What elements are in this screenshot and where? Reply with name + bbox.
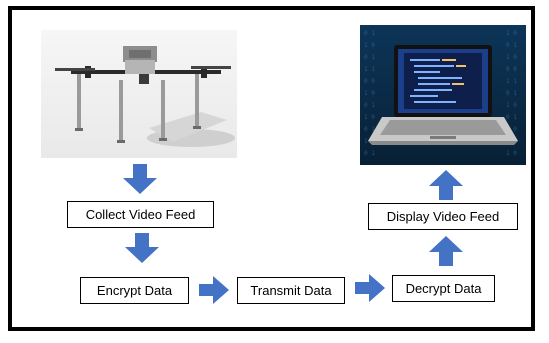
arrow-down-1-icon bbox=[123, 164, 157, 194]
svg-text:1 0: 1 0 bbox=[364, 114, 375, 121]
decrypt-data-label: Decrypt Data bbox=[392, 275, 495, 302]
svg-text:0 0: 0 0 bbox=[506, 66, 517, 73]
svg-text:0 1: 0 1 bbox=[506, 114, 517, 121]
svg-text:0 1: 0 1 bbox=[364, 54, 375, 61]
svg-text:0 1: 0 1 bbox=[364, 126, 375, 133]
svg-text:1 0: 1 0 bbox=[364, 42, 375, 49]
laptop-illustration: 0 1 1 0 0 1 1 1 0 0 1 0 0 1 1 0 0 1 1 1 0 1 1 0… bbox=[360, 25, 526, 165]
svg-text:0 1: 0 1 bbox=[364, 102, 375, 109]
arrow-right-2-icon bbox=[355, 274, 385, 302]
svg-text:0 1: 0 1 bbox=[506, 90, 517, 97]
svg-text:1 0: 1 0 bbox=[506, 102, 517, 109]
arrow-down-2-icon bbox=[125, 233, 159, 263]
svg-text:0 1: 0 1 bbox=[364, 30, 375, 37]
transmit-data-label: Transmit Data bbox=[237, 277, 345, 304]
encrypt-data-label: Encrypt Data bbox=[80, 277, 189, 304]
collect-video-feed-label: Collect Video Feed bbox=[67, 201, 214, 228]
svg-text:1 1: 1 1 bbox=[506, 78, 517, 85]
svg-text:1 0: 1 0 bbox=[506, 126, 517, 133]
laptop-image: 0 1 1 0 0 1 1 1 0 0 1 0 0 1 1 0 0 1 1 1 0 1 1 0… bbox=[360, 25, 526, 165]
arrow-right-1-icon bbox=[199, 276, 229, 304]
arrow-up-1-icon bbox=[429, 236, 463, 266]
svg-text:1 0: 1 0 bbox=[506, 54, 517, 61]
svg-text:1 0: 1 0 bbox=[506, 30, 517, 37]
svg-text:0 0: 0 0 bbox=[364, 78, 375, 85]
display-video-feed-label: Display Video Feed bbox=[368, 203, 518, 230]
arrow-up-2-icon bbox=[429, 170, 463, 200]
svg-text:0 1: 0 1 bbox=[364, 150, 375, 157]
svg-text:1 0: 1 0 bbox=[364, 90, 375, 97]
svg-text:1 1: 1 1 bbox=[364, 66, 375, 73]
drone-image bbox=[41, 30, 237, 158]
svg-text:0 1: 0 1 bbox=[506, 42, 517, 49]
svg-text:1 0: 1 0 bbox=[506, 150, 517, 157]
drone-illustration bbox=[55, 46, 235, 147]
